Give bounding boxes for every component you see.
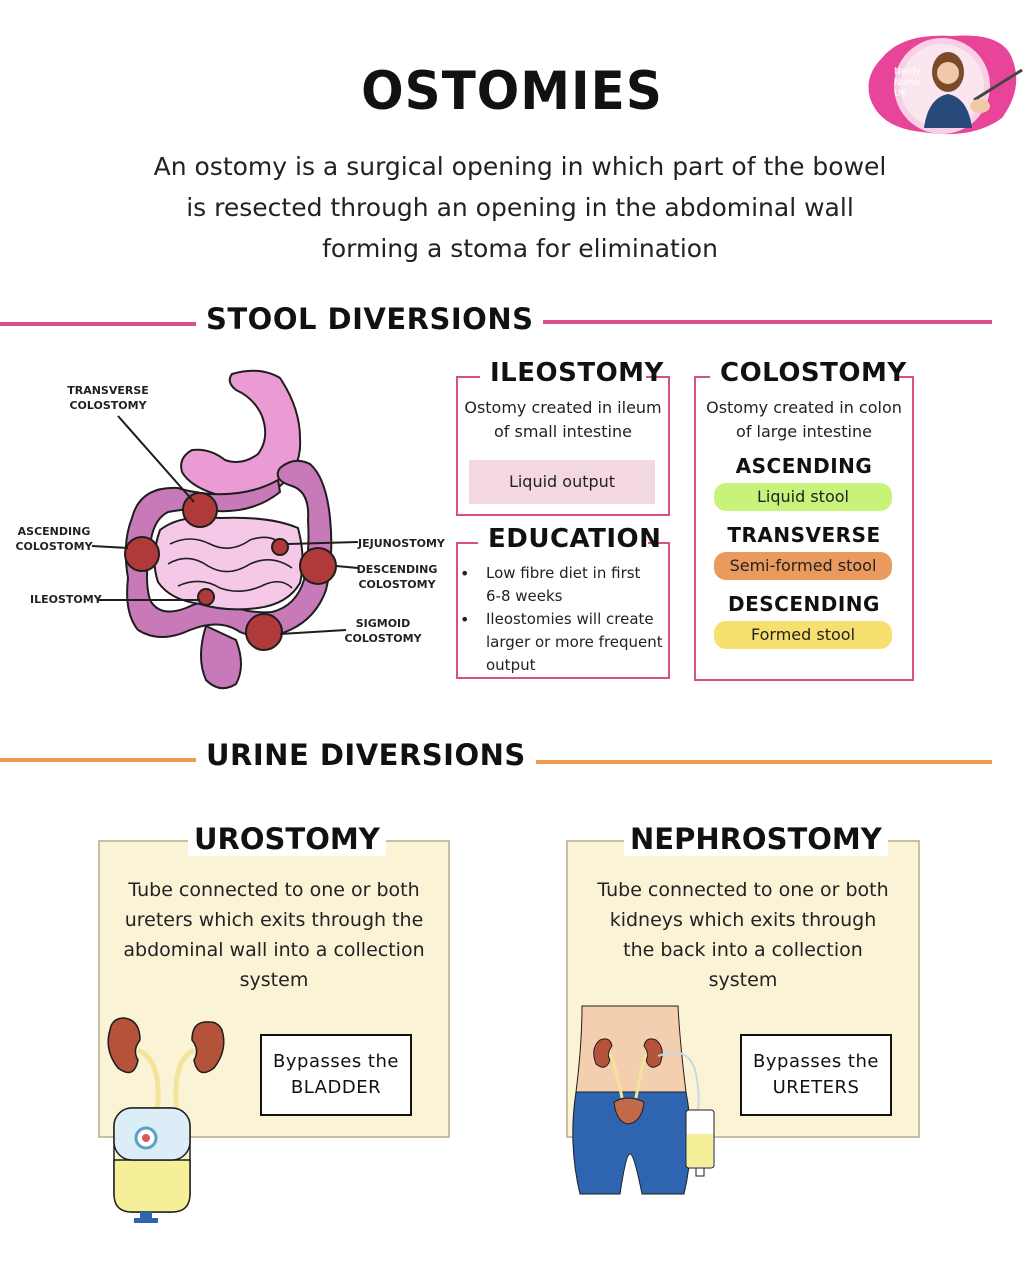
intestine-diagram <box>10 368 450 698</box>
page-title: OSTOMIES <box>361 60 663 122</box>
section-divider-right <box>474 760 992 764</box>
intro-text: An ostomy is a surgical opening in which… <box>120 146 920 269</box>
svg-text:Nerdy: Nerdy <box>894 67 922 77</box>
section-divider-right <box>470 320 992 324</box>
education-title: EDUCATION <box>478 524 661 554</box>
intro-line: An ostomy is a surgical opening in which… <box>153 152 887 181</box>
intro-line: is resected through an opening in the ab… <box>186 193 854 222</box>
descending-heading: DESCENDING <box>728 592 880 616</box>
ascending-output: Liquid stool <box>714 483 892 511</box>
diagram-label-ileostomy: ILEOSTOMY <box>30 593 102 606</box>
ascending-heading: ASCENDING <box>735 454 873 478</box>
brand-logo: Nerdy Nurse UK <box>862 28 1024 140</box>
section-divider-left <box>0 322 200 326</box>
urostomy-title: UROSTOMY <box>188 822 386 856</box>
svg-text:UK: UK <box>894 89 908 99</box>
section-divider-left <box>0 758 200 762</box>
descending-output: Formed stool <box>714 621 892 649</box>
transverse-output: Semi-formed stool <box>714 552 892 580</box>
stool-diversions-heading: STOOL DIVERSIONS <box>196 302 544 336</box>
svg-text:Nurse: Nurse <box>894 78 921 88</box>
diagram-label-jejunostomy: JEJUNOSTOMY <box>358 537 445 550</box>
transverse-heading: TRANSVERSE <box>727 523 881 547</box>
intro-line: forming a stoma for elimination <box>322 234 718 263</box>
urine-diversions-heading: URINE DIVERSIONS <box>196 738 536 772</box>
nephrostomy-illustration <box>570 1004 730 1204</box>
colostomy-title: COLOSTOMY <box>710 358 906 388</box>
nephrostomy-title: NEPHROSTOMY <box>624 822 888 856</box>
ileostomy-output: Liquid output <box>469 460 655 504</box>
urostomy-illustration <box>100 1010 250 1225</box>
ileostomy-title: ILEOSTOMY <box>480 358 663 388</box>
